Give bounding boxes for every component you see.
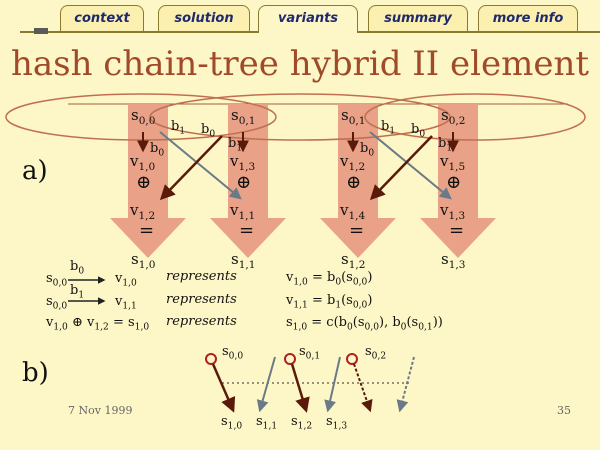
b-arrow-4 [324, 356, 341, 413]
equals-symbol-1: = [139, 220, 155, 241]
edge-label-b1-4: b1 [438, 136, 453, 154]
b-arrow-2 [256, 356, 276, 413]
cross-arrow-gray-2 [369, 131, 452, 200]
b-arrow-6 [396, 356, 415, 413]
node-label-s12: s1,2 [341, 250, 366, 271]
tab-variants[interactable]: variants [258, 5, 358, 33]
big-arrow-3 [320, 104, 396, 258]
node-label-s01b-top: s0,1 [341, 106, 366, 127]
legend-xor-expr: v1,0 ⊕ v1,2 = s1,0 [46, 315, 150, 333]
node-label-v10: v1,0 [130, 152, 156, 173]
edge-label-b1-3: b1 [381, 119, 396, 137]
node-label-v11: v1,1 [230, 201, 256, 222]
b-arrow-5 [353, 363, 373, 413]
tab-context[interactable]: context [60, 5, 144, 31]
pair-ellipse-right [364, 93, 586, 141]
legend-v10: v1,0 [115, 271, 137, 289]
tab-more-info[interactable]: more info [478, 5, 578, 31]
cross-arrow-gray-1 [159, 131, 242, 200]
big-arrow-2 [210, 104, 286, 258]
b-label-s12: s1,2 [291, 414, 313, 432]
node-label-v15: v1,5 [440, 152, 466, 173]
b-label-s10: s1,0 [221, 414, 243, 432]
edge-label-b0-1: b0 [201, 122, 216, 140]
legend-b1-label: b1 [70, 283, 85, 301]
xor-symbol-4: ⊕ [446, 172, 462, 193]
section-a-label: a) [22, 156, 48, 186]
b-node-1 [205, 353, 217, 365]
corner-marker [34, 28, 48, 34]
equals-symbol-3: = [349, 220, 365, 241]
cross-arrow-dark-2 [369, 135, 433, 201]
equals-symbol-4: = [449, 220, 465, 241]
edge-label-b1-1: b1 [171, 119, 186, 137]
node-label-v13: v1,3 [230, 152, 256, 173]
xor-symbol-1: ⊕ [136, 172, 152, 193]
node-label-v12-mid: v1,2 [340, 152, 366, 173]
b-arrow-1 [211, 363, 236, 413]
xor-symbol-3: ⊕ [346, 172, 362, 193]
legend-represents-2: represents [166, 292, 237, 307]
node-label-v13-low: v1,3 [440, 201, 466, 222]
b-label-s13: s1,3 [326, 414, 348, 432]
big-arrow-4 [420, 104, 496, 258]
edge-label-b0-3: b0 [411, 122, 426, 140]
legend-eq-2: v1,1 = b1(s0,0) [286, 293, 373, 311]
edge-label-b0-4: b0 [360, 141, 375, 159]
page-number: 35 [557, 404, 571, 417]
node-label-v14: v1,4 [340, 201, 366, 222]
node-label-s13: s1,3 [441, 250, 466, 271]
edge-label-b0-2: b0 [150, 141, 165, 159]
legend-s00-1: s0,0 [46, 271, 68, 289]
b-label-s01: s0,1 [299, 344, 321, 362]
xor-symbol-2: ⊕ [236, 172, 252, 193]
b-node-3 [346, 353, 358, 365]
pair-ellipse-mid [149, 93, 451, 141]
pair-ellipse-left [5, 93, 277, 141]
page-title: hash chain-tree hybrid II element [10, 44, 590, 84]
footer-date: 7 Nov 1999 [68, 404, 133, 417]
tab-solution[interactable]: solution [158, 5, 250, 31]
node-label-s02-top: s0,2 [441, 106, 466, 127]
node-label-v12: v1,2 [130, 201, 156, 222]
legend-s00-2: s0,0 [46, 294, 68, 312]
cross-arrow-dark-1 [159, 135, 223, 201]
big-arrow-1 [110, 104, 186, 258]
legend-eq-3: s1,0 = c(b0(s0,0), b0(s0,1)) [286, 315, 443, 333]
legend-represents-1: represents [166, 269, 237, 284]
b-label-s11: s1,1 [256, 414, 278, 432]
b-label-s00: s0,0 [222, 344, 244, 362]
b-node-2 [284, 353, 296, 365]
node-label-s00-top: s0,0 [131, 106, 156, 127]
equals-symbol-2: = [239, 220, 255, 241]
node-label-s11: s1,1 [231, 250, 256, 271]
legend-represents-3: represents [166, 314, 237, 329]
node-label-s01-top: s0,1 [231, 106, 256, 127]
legend-v11: v1,1 [115, 294, 137, 312]
tab-summary[interactable]: summary [368, 5, 468, 31]
legend-b0-label: b0 [70, 259, 85, 277]
section-b-label: b) [22, 358, 49, 388]
b-arrow-3 [290, 363, 310, 413]
tab-bar: context solution variants summary more i… [0, 0, 600, 33]
b-label-s02: s0,2 [365, 344, 387, 362]
node-label-s10: s1,0 [131, 250, 156, 271]
legend-eq-1: v1,0 = b0(s0,0) [286, 270, 373, 288]
edge-label-b1-2: b1 [228, 136, 243, 154]
